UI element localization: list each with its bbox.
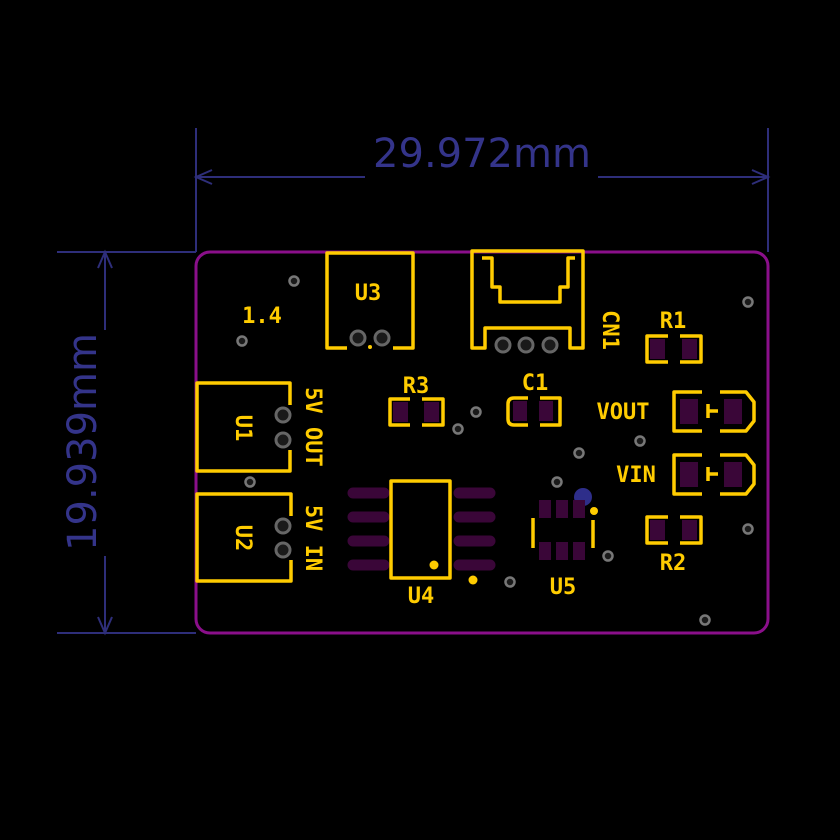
component-r1[interactable]: R1 [645, 309, 703, 364]
component-u4[interactable]: U4 [347, 479, 496, 609]
u1-text: 5V OUT [300, 387, 325, 466]
component-u1[interactable]: U1 5V OUT [195, 381, 325, 473]
vias [236, 275, 754, 626]
component-c1[interactable]: C1 [506, 371, 562, 427]
via [551, 476, 563, 488]
width-label: 29.972mm [373, 131, 591, 177]
r1-label: R1 [660, 309, 687, 334]
u5-label: U5 [550, 575, 577, 600]
width-dimension: 29.972mm [193, 128, 771, 252]
via [742, 523, 754, 535]
component-u2[interactable]: U2 5V IN [195, 492, 325, 583]
via [236, 335, 248, 347]
component-r3[interactable]: R3 [388, 374, 445, 427]
component-r2[interactable]: R2 [645, 515, 703, 576]
via [288, 275, 300, 287]
u2-text: 5V IN [300, 505, 325, 571]
c1-label: C1 [522, 371, 549, 396]
u1-label: U1 [230, 415, 255, 442]
cn1-label: CN1 [597, 310, 622, 350]
u4-label: U4 [408, 584, 435, 609]
component-u5[interactable]: U5 [531, 488, 598, 600]
vin-label: VIN [616, 463, 656, 488]
version-label: 1.4 [242, 304, 282, 329]
jumper-vout[interactable]: VOUT [597, 390, 756, 433]
vout-label: VOUT [597, 400, 650, 425]
via [452, 423, 464, 435]
via [470, 406, 482, 418]
via [602, 550, 614, 562]
via [504, 576, 516, 588]
via [742, 296, 754, 308]
u3-label: U3 [355, 281, 382, 306]
component-cn1[interactable]: CN1 [470, 249, 622, 354]
r3-label: R3 [403, 374, 430, 399]
height-label: 19.939mm [60, 333, 106, 551]
via [573, 447, 585, 459]
via [699, 614, 711, 626]
jumper-vin[interactable]: VIN [616, 453, 756, 496]
r2-label: R2 [660, 551, 687, 576]
component-u3[interactable]: U3 [325, 251, 415, 350]
via [634, 435, 646, 447]
via [244, 476, 256, 488]
height-dimension: 19.939mm [57, 249, 196, 636]
u2-label: U2 [230, 525, 255, 552]
